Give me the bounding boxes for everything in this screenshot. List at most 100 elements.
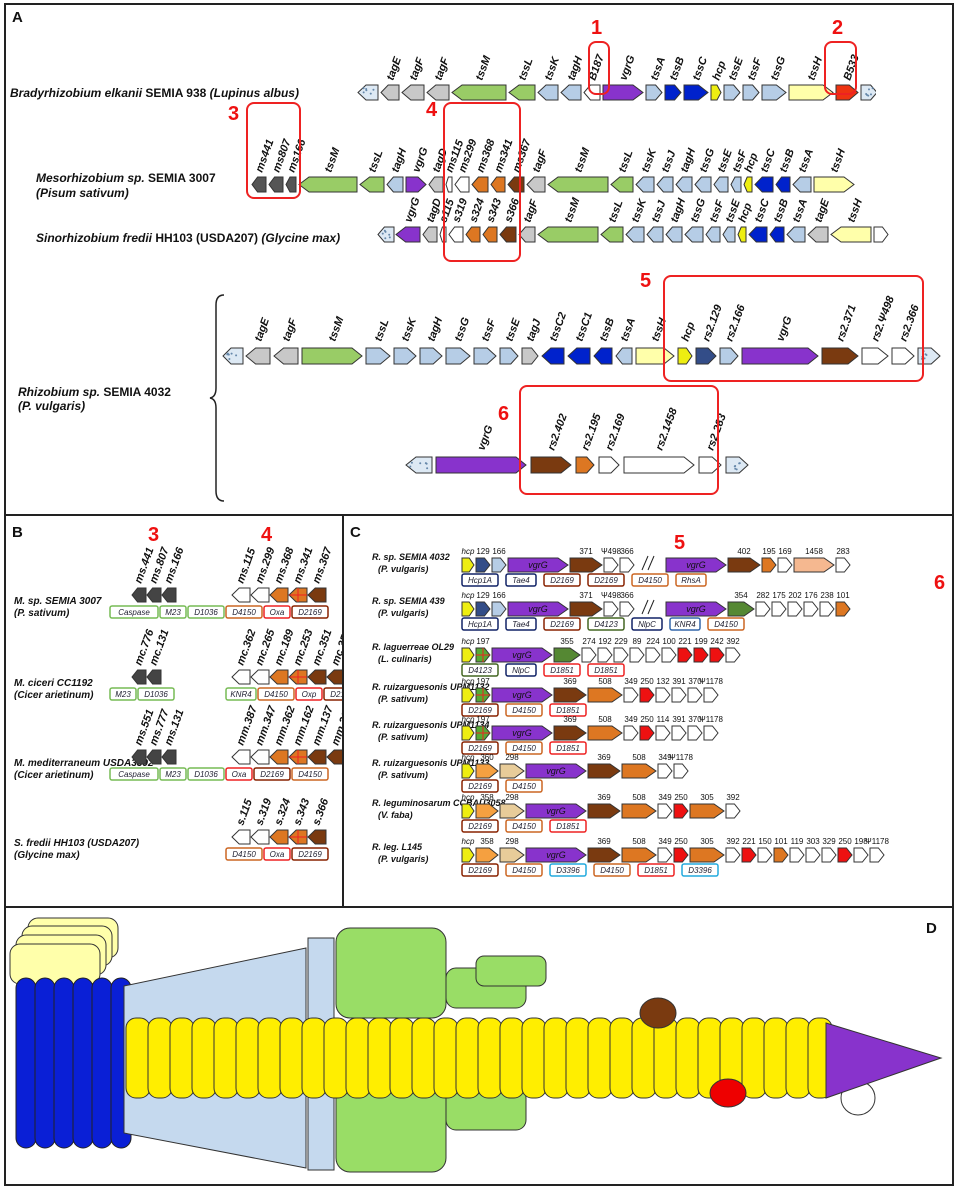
domain-label: D2169 — [468, 822, 492, 831]
gene-305 — [690, 848, 724, 862]
gene-label-vgrG: vgrG — [411, 145, 431, 174]
tube-ring — [148, 1018, 172, 1098]
gene-label-369: 369 — [597, 793, 611, 802]
gene-label-vgrG: vgrG — [476, 423, 496, 452]
gene-tssF — [706, 227, 720, 242]
domain-label: D4150 — [232, 850, 256, 859]
dot-mark — [870, 93, 872, 95]
gene-label-100: 100 — [662, 637, 676, 646]
gene-label-129: 129 — [476, 591, 490, 600]
gene-label-tssA: tssA — [791, 197, 810, 224]
dot-mark — [419, 462, 421, 464]
gene-392 — [726, 648, 740, 662]
gene-label-371: 371 — [579, 591, 593, 600]
gene-366 — [620, 602, 634, 616]
domain-label: D1036 — [194, 770, 218, 779]
gene-370 — [688, 726, 702, 740]
gene-tssG — [685, 227, 703, 242]
gene-label-tssA: tssA — [619, 316, 638, 343]
gene-label-392: 392 — [726, 637, 740, 646]
gene-175 — [772, 602, 786, 616]
gene-label-tssC: tssC — [753, 197, 773, 225]
domain-label: D4150 — [512, 744, 536, 753]
domain-label: D4150 — [512, 706, 536, 715]
gene-label-508: 508 — [632, 793, 646, 802]
domain-label: D2169 — [594, 576, 618, 585]
gene-label-298: 298 — [505, 753, 519, 762]
gene-250 — [640, 688, 654, 702]
gene-89 — [630, 648, 644, 662]
domain-label: D4150 — [638, 576, 662, 585]
gene-label-vgrG: vgrG — [686, 604, 706, 614]
gene-label-166: 166 — [492, 547, 506, 556]
domain-label: D2169 — [550, 576, 574, 585]
gene-label-Ψ498: Ψ498 — [601, 591, 622, 600]
gene-label-349: 349 — [624, 677, 638, 686]
red-effector — [710, 1079, 746, 1107]
gene-tagF — [519, 227, 535, 242]
gene-298 — [500, 848, 524, 862]
gene-tssH — [831, 227, 871, 242]
domain-label: NlpC — [512, 666, 530, 675]
row2-organism-label: Mesorhizobium sp. SEMIA 3007 — [36, 171, 216, 185]
gene-349 — [624, 688, 638, 702]
gene-tssJ — [647, 227, 663, 242]
gene-242 — [710, 648, 724, 662]
gene-label-402: 402 — [737, 547, 751, 556]
gene-129 — [476, 602, 490, 616]
gene-391 — [672, 726, 686, 740]
domain-label: Oxp — [302, 690, 317, 699]
gene-169 — [778, 558, 792, 572]
gene-flank — [378, 227, 394, 242]
vgrg-spike — [826, 1023, 941, 1098]
domain-label: D4150 — [512, 782, 536, 791]
gene-mc.131 — [147, 670, 161, 684]
domain-label: RhsA — [681, 576, 701, 585]
gene-508 — [622, 804, 656, 818]
tube-ring — [610, 1018, 634, 1098]
gene-label-Ψ1178: Ψ1178 — [699, 715, 723, 724]
gene-132 — [656, 688, 670, 702]
gene-label-tagF: tagF — [433, 56, 452, 82]
gene-label-369: 369 — [563, 715, 577, 724]
box-4 — [443, 102, 521, 262]
gene-label-tagE: tagE — [253, 316, 273, 343]
gene-label-s.343: s.343 — [292, 797, 313, 827]
gene-tssA — [787, 227, 805, 242]
row3-organism-label: Sinorhizobium fredii HH103 (USDA207) (Gl… — [36, 231, 340, 245]
gene-label-508: 508 — [632, 753, 646, 762]
panel-c-host: (V. faba) — [378, 810, 413, 820]
gene-label-224: 224 — [646, 637, 660, 646]
gene-label-tssM: tssM — [573, 146, 593, 174]
gene-369 — [554, 688, 586, 702]
domain-label: Oxa — [270, 608, 285, 617]
gene-label-s.115: s.115 — [235, 797, 256, 827]
dot-mark — [384, 230, 386, 232]
panel-b-header-3: 3 — [148, 524, 159, 547]
gene-label-221: 221 — [678, 637, 692, 646]
sheath-ring — [73, 978, 93, 1148]
gene-label-tssA: tssA — [797, 147, 816, 174]
gene-s.319 — [251, 830, 269, 844]
gene-119 — [790, 848, 804, 862]
gene-label-tssC: tssC — [759, 147, 779, 175]
gene-label-tagH: tagH — [669, 196, 689, 224]
sheath-ring — [16, 978, 36, 1148]
tube-ring — [632, 1018, 656, 1098]
gene-label-vgrG: vgrG — [403, 195, 423, 224]
gene-label-hcp: hcp — [462, 677, 475, 686]
panel-a-label: A — [12, 9, 23, 26]
gene-ms.115 — [232, 588, 250, 602]
domain-label: D4150 — [232, 608, 256, 617]
domain-label: D4150 — [714, 620, 738, 629]
domain-label: D4150 — [512, 866, 536, 875]
gene-label-Ψ498: Ψ498 — [601, 547, 622, 556]
gene-label-tssJ: tssJ — [650, 198, 669, 224]
gene-label-tssF: tssF — [746, 56, 765, 82]
gene-label-tssK: tssK — [543, 55, 563, 83]
dot-mark — [227, 353, 229, 355]
gene-label-192: 192 — [598, 637, 612, 646]
gene-label-tssK: tssK — [400, 316, 420, 344]
gene-label-508: 508 — [598, 677, 612, 686]
gene-label-392: 392 — [726, 837, 740, 846]
